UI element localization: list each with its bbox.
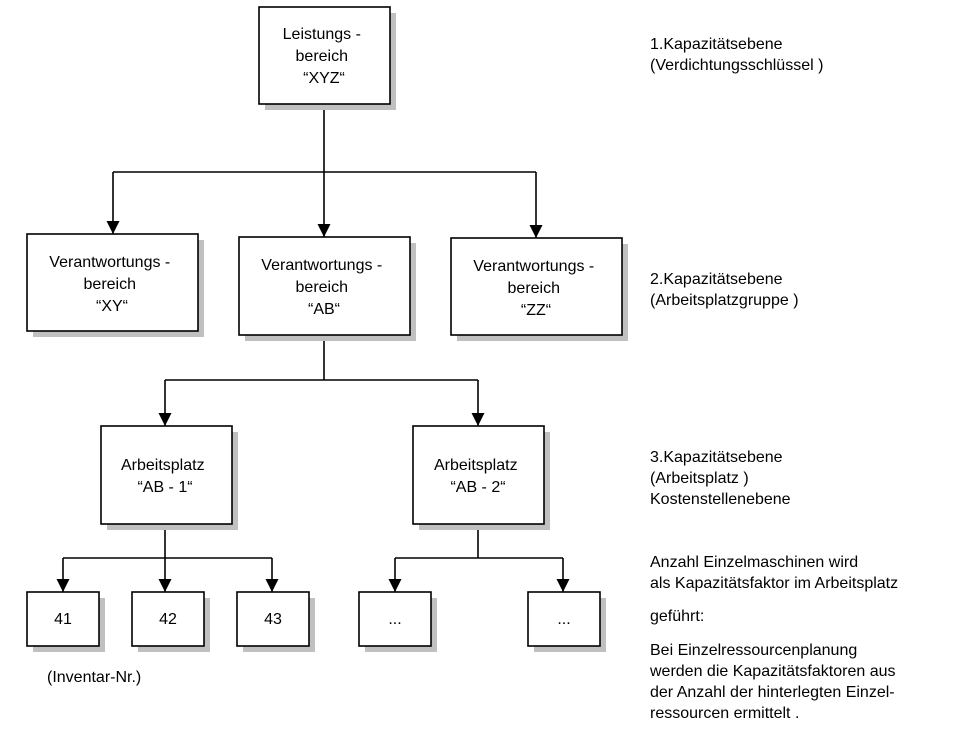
node-label-line: bereich (84, 276, 136, 293)
level3-annotation: 3.Kapazitätsebene (Arbeitsplatz ) Kosten… (650, 447, 791, 510)
node-machine-dots-1: ... (358, 591, 437, 652)
svg-text:Verantwortungs - bereich: Verantwortungs - bereich “AB“ (261, 257, 386, 318)
node-label-line: Verantwortungs - (261, 257, 382, 274)
annotation-line: werden die Kapazitätsfaktoren aus (650, 663, 896, 680)
machine-label: ... (557, 611, 570, 628)
node-label-line: “ZZ“ (521, 302, 551, 319)
node-label-line: Arbeitsplatz (121, 457, 205, 474)
annotation-line: als Kapazitätsfaktor im Arbeitsplatz (650, 575, 899, 592)
node-label-line: “AB“ (308, 301, 340, 318)
node-machine-43: 43 (236, 591, 315, 652)
machines-note-end: geführt: (650, 606, 704, 627)
connectors (56, 104, 570, 592)
node-label-line: bereich (296, 48, 348, 65)
svg-text:Arbeitsplatz “AB - 1“: Arbeitsplatz “AB - 1“ (121, 457, 209, 496)
annotation-line: Anzahl Einzelmaschinen wird (650, 554, 859, 571)
svg-text:Verantwortungs - bereich: Verantwortungs - bereich “XY“ (49, 254, 174, 315)
annotation-line: (Arbeitsplatzgruppe ) (650, 292, 799, 309)
node-va-ab: Verantwortungs - bereich “AB“ (238, 236, 416, 341)
node-ap-ab2: Arbeitsplatz “AB - 2“ (412, 425, 550, 530)
machine-label: 42 (159, 611, 177, 628)
node-va-zz: Verantwortungs - bereich “ZZ“ (450, 237, 628, 341)
machine-label: 41 (54, 611, 72, 628)
inventar-label: (Inventar-Nr.) (47, 669, 141, 686)
machines-note: Anzahl Einzelmaschinen wird als Kapazitä… (650, 552, 898, 594)
node-label-line: “AB - 1“ (137, 479, 192, 496)
node-machine-41: 41 (26, 591, 105, 652)
machine-label: ... (388, 611, 401, 628)
annotation-line: Kostenstellenebene (650, 491, 791, 508)
planning-note: Bei Einzelressourcenplanung werden die K… (650, 640, 895, 724)
node-leistungsbereich: Leistungs - bereich “XYZ“ (258, 6, 396, 110)
node-label-line: Leistungs - (283, 26, 361, 43)
node-machine-42: 42 (131, 591, 210, 652)
svg-text:Leistungs - bereich: Leistungs - bereich “XYZ“ (283, 26, 366, 87)
annotation-line: 3.Kapazitätsebene (650, 449, 783, 466)
annotation-line: (Arbeitsplatz ) (650, 470, 749, 487)
level1-annotation: 1.Kapazitätsebene (Verdichtungsschlüssel… (650, 34, 823, 76)
annotation-line: 1.Kapazitätsebene (650, 36, 783, 53)
annotation-line: 2.Kapazitätsebene (650, 271, 783, 288)
level2-annotation: 2.Kapazitätsebene (Arbeitsplatzgruppe ) (650, 269, 799, 311)
node-label-line: “XYZ“ (303, 70, 345, 87)
svg-text:Arbeitsplatz “AB - 2“: Arbeitsplatz “AB - 2“ (434, 457, 522, 496)
machine-label: 43 (264, 611, 282, 628)
node-label-line: Verantwortungs - (473, 258, 594, 275)
svg-text:Verantwortungs - bereich: Verantwortungs - bereich “ZZ“ (473, 258, 598, 319)
node-label-line: bereich (296, 279, 348, 296)
annotation-line: Bei Einzelressourcenplanung (650, 642, 858, 659)
node-label-line: “XY“ (96, 298, 128, 315)
node-label-line: Verantwortungs - (49, 254, 170, 271)
annotation-line: (Verdichtungsschlüssel ) (650, 57, 824, 74)
node-label-line: Arbeitsplatz (434, 457, 518, 474)
annotation-line: geführt: (650, 608, 705, 625)
node-label-line: “AB - 2“ (450, 479, 505, 496)
annotation-line: ressourcen ermittelt . (650, 705, 800, 722)
node-va-xy: Verantwortungs - bereich “XY“ (26, 233, 204, 337)
node-machine-dots-2: ... (527, 591, 606, 652)
node-ap-ab1: Arbeitsplatz “AB - 1“ (100, 425, 238, 530)
node-label-line: bereich (508, 280, 560, 297)
annotation-line: der Anzahl der hinterlegten Einzel- (650, 684, 895, 701)
